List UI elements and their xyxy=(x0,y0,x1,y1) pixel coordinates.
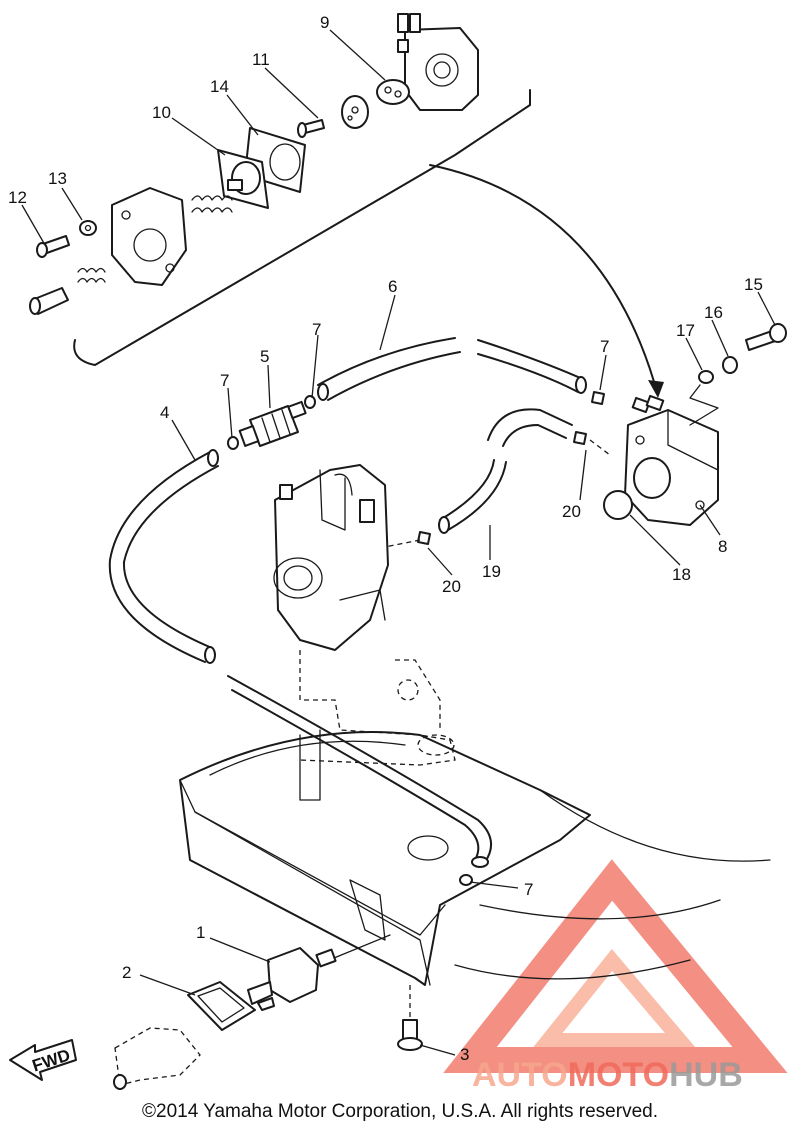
bracket-end xyxy=(113,1074,127,1090)
spring-small-inset xyxy=(77,267,106,283)
callout-20-b: 20 xyxy=(442,577,461,596)
callout-19: 19 xyxy=(482,562,501,581)
screw-part-3 xyxy=(397,985,423,1051)
callout-9: 9 xyxy=(320,13,329,32)
fuel-hose-part-19 xyxy=(438,408,573,534)
callout-7-b: 7 xyxy=(220,371,229,390)
callout-leaders xyxy=(21,29,776,1056)
callout-3: 3 xyxy=(460,1045,469,1064)
callout-5: 5 xyxy=(260,347,269,366)
callout-8: 8 xyxy=(718,537,727,556)
clip-part-7-a xyxy=(227,436,239,450)
callout-12: 12 xyxy=(8,188,27,207)
watermark-moto: MOTO xyxy=(568,1056,669,1094)
callout-7-d: 7 xyxy=(524,880,533,899)
washer-part-13 xyxy=(79,220,97,236)
pump-bolt-line xyxy=(689,384,719,426)
callout-11: 11 xyxy=(252,50,270,69)
watermark-auto: AUTO xyxy=(472,1056,568,1094)
callout-17: 17 xyxy=(676,321,695,340)
diaphragm-assy-part-10 xyxy=(217,149,269,209)
screw-part-12 xyxy=(36,235,70,258)
inset-frame xyxy=(73,89,531,366)
callout-7-c: 7 xyxy=(600,337,609,356)
callout-6: 6 xyxy=(388,277,397,296)
pump-dashed-leader xyxy=(589,439,611,456)
watermark-hub: HUB xyxy=(669,1056,743,1094)
intake-manifold-dashed xyxy=(299,650,456,766)
bracket-dashed xyxy=(114,1027,201,1086)
callout-4: 4 xyxy=(160,403,169,422)
automotohub-watermark-text: AUTOMOTOHUB xyxy=(472,1056,743,1094)
spring-part-10 xyxy=(191,195,233,213)
callout-14: 14 xyxy=(210,77,229,96)
washer-part-17 xyxy=(698,370,714,384)
clip-part-7-upper xyxy=(591,391,605,405)
washer-part-16 xyxy=(722,356,738,374)
callout-20-a: 20 xyxy=(562,502,581,521)
callout-13: 13 xyxy=(48,169,67,188)
automotohub-watermark-logo xyxy=(443,859,788,1073)
carburetor xyxy=(273,464,389,651)
reference-arrowhead xyxy=(648,380,664,398)
fwd-label: FWD xyxy=(30,1045,73,1075)
fuel-joint-part-1 xyxy=(247,947,337,1011)
pump-housing-inset xyxy=(111,187,187,286)
clip-part-20-upper xyxy=(573,431,587,445)
screw-part-11 xyxy=(297,119,325,138)
fuel-pump-part-8 xyxy=(624,394,719,526)
clip-part-7-bottom xyxy=(459,874,473,886)
fuel-hose-part-6 xyxy=(317,337,587,401)
callout-16: 16 xyxy=(704,303,723,322)
check-valve-inset xyxy=(29,287,69,315)
callout-18: 18 xyxy=(672,565,691,584)
callout-1: 1 xyxy=(196,923,205,942)
fuel-hose-part-4 xyxy=(108,449,493,868)
bolt-part-15 xyxy=(745,323,787,351)
fuel-filter-part-5 xyxy=(238,400,307,447)
o-ring-part-18 xyxy=(603,490,633,520)
fwd-direction-arrow: FWD xyxy=(9,1039,77,1081)
clip-dashed-leader xyxy=(379,539,421,549)
callout-10: 10 xyxy=(152,103,171,122)
callout-15: 15 xyxy=(744,275,763,294)
joint-leader-line xyxy=(333,934,391,959)
svg-text:AUTOMOTOHUB: AUTOMOTOHUB xyxy=(472,1056,743,1094)
callout-7-a: 7 xyxy=(312,320,321,339)
grommet-part-2 xyxy=(187,981,256,1031)
clip-part-20-lower xyxy=(417,531,431,545)
valve-disc-part-11-area xyxy=(341,95,369,129)
diaphragm-part-9-ring xyxy=(376,79,410,105)
copyright-notice: ©2014 Yamaha Motor Corporation, U.S.A. A… xyxy=(142,1101,658,1122)
reference-arrow xyxy=(429,164,656,386)
callout-numbers: 1 2 3 4 5 6 7 7 7 7 7 8 9 10 11 12 13 14… xyxy=(8,13,763,1064)
pump-cover-part-9 xyxy=(397,13,479,111)
callout-2: 2 xyxy=(122,963,131,982)
clip-part-7-b xyxy=(304,395,316,409)
